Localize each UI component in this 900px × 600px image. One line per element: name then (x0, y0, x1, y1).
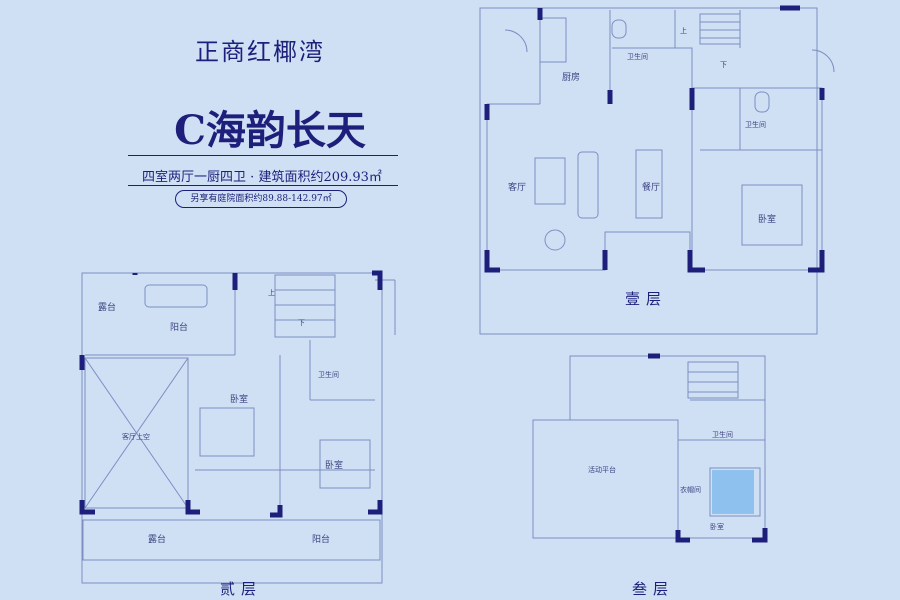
floor1-sofa (577, 151, 599, 219)
floor2-stair-up: 上 (268, 289, 275, 297)
floor1-bed (741, 184, 803, 246)
floor2-wall-corners (79, 270, 383, 518)
plan-name: C海韵长天 (174, 107, 366, 154)
floor1-site-outline (479, 7, 818, 335)
floor2-terrace-bottom-label: 露台 (148, 535, 167, 545)
floor3-closet-label: 衣帽间 (680, 486, 701, 494)
floor3-platform-label: 活动平台 (588, 466, 616, 474)
brand-title: 正商红椰湾 (195, 38, 325, 66)
floor1-coffee-table (534, 157, 566, 205)
floor1-dining-table (635, 149, 663, 219)
floor1-wall-corners (484, 5, 825, 273)
floor1-living-label: 客厅 (508, 183, 527, 193)
floor1-dining-label: 餐厅 (642, 183, 661, 193)
floor2-terrace-top-label: 露台 (98, 303, 117, 313)
floor1-label: 壹层 (625, 290, 668, 308)
floor2-stair-down: 下 (298, 319, 305, 327)
floor3-bed (709, 467, 761, 517)
floor3-platform (532, 419, 679, 539)
floor2-label: 贰层 (220, 580, 263, 598)
floor2-bed1 (199, 407, 255, 457)
floor1-bath1-label: 卫生间 (627, 53, 648, 61)
floor2-bedroom2-label: 卧室 (325, 461, 344, 471)
floor1-stair-up: 上 (680, 27, 687, 35)
floor3-wall-corners (648, 353, 768, 543)
floor1-walls (486, 47, 823, 271)
floor3-label: 叁层 (632, 580, 675, 598)
floor1-bedroom-label: 卧室 (758, 215, 777, 225)
floor1-bath2-label: 卫生间 (745, 121, 766, 129)
floor1-stair-down: 下 (720, 61, 727, 69)
divider-bottom (128, 185, 398, 186)
floor2-bedroom1-label: 卧室 (230, 395, 249, 405)
floor2-balcony-bottom-label: 阳台 (312, 535, 331, 545)
divider-top (128, 155, 398, 156)
floor1-kitchen-label: 厨房 (562, 73, 581, 83)
floor2-balcony-top-label: 阳台 (170, 323, 189, 333)
floor2-bath-label: 卫生间 (318, 371, 339, 379)
floor2-bed2 (319, 439, 371, 489)
floor2-site-outline (81, 272, 383, 584)
floor3-bath-label: 卫生间 (712, 431, 733, 439)
floor3-bedroom-label: 卧室 (710, 523, 724, 531)
plan-specs: 四室两厅一厨四卫 · 建筑面积约209.93㎡ (142, 170, 382, 185)
extra-area-badge: 另享有庭院面积约89.88-142.97㎡ (175, 190, 347, 208)
floor2-living-void-label: 客厅上空 (122, 433, 150, 441)
